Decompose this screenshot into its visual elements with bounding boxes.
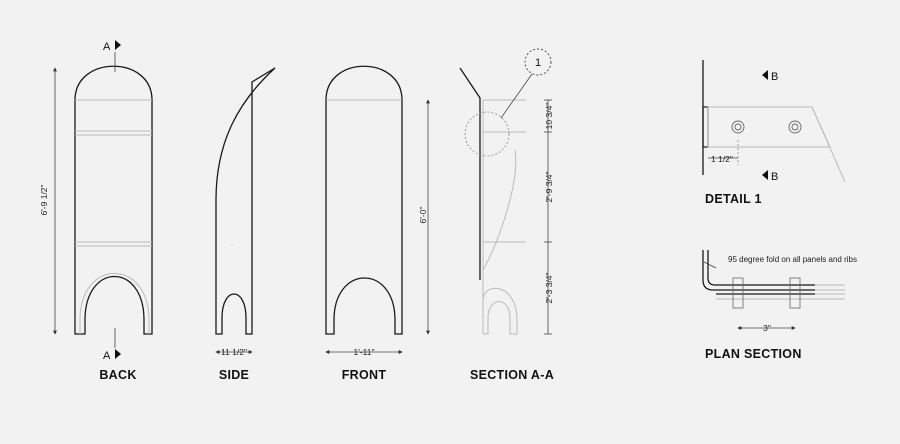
- section-arrow-b-top: [762, 70, 768, 80]
- front-height-dim: 6'-0": [418, 207, 428, 224]
- overall-height-dim: 6'-9 1/2": [39, 184, 49, 215]
- low-segment-dim: 2'-3 3/4": [544, 272, 554, 303]
- section-arrow-bottom: [115, 349, 121, 359]
- back-title: BACK: [99, 368, 136, 382]
- detail-callout-number: 1: [535, 57, 541, 69]
- section-mark-b-bottom: B: [771, 171, 778, 183]
- mid-segment-dim: 2'-9 3/4": [544, 171, 554, 202]
- plan-panel-fold: [702, 250, 815, 291]
- section-title: SECTION A-A: [470, 368, 554, 382]
- plan-bolt-2: [789, 277, 801, 309]
- section-mark-a-top: A: [103, 41, 111, 53]
- side-title: SIDE: [219, 368, 249, 382]
- bolt-2: [788, 120, 802, 134]
- plan-spacing-dim: 3": [763, 323, 771, 333]
- back-outline: [74, 65, 153, 335]
- detail-callout-ring: [464, 111, 510, 157]
- detail-callout-bubble: [524, 48, 552, 76]
- plan-bolt-1: [732, 277, 744, 309]
- front-outline: [325, 65, 403, 335]
- back-view: 6'-9 1/2" A A BACK: [39, 40, 153, 382]
- section-panel-line: [459, 67, 481, 280]
- fold-note: 95 degree fold on all panels and ribs: [728, 255, 857, 264]
- section-arrow-b-bottom: [762, 170, 768, 180]
- section-mark-a-bottom: A: [103, 350, 111, 362]
- detail-offset-dim: 1 1/2": [711, 154, 733, 164]
- front-view: 6'-0" 1'-11" FRONT: [325, 65, 430, 382]
- plan-view: 95 degree fold on all panels and ribs 3"…: [702, 250, 857, 361]
- section-arrow-top: [115, 40, 121, 50]
- front-title: FRONT: [342, 368, 387, 382]
- side-outline: [215, 67, 276, 335]
- plan-title: PLAN SECTION: [705, 347, 802, 361]
- section-view: 1 10 3/4" 2'-9 3/4" 2'-3 3/4" SECTION A-…: [459, 48, 554, 382]
- front-width-dim: 1'-11": [353, 347, 374, 357]
- side-view: 11 1/2" SIDE: [215, 67, 276, 382]
- detail-view: 1 1/2" B B DETAIL 1: [702, 60, 846, 206]
- detail-title: DETAIL 1: [705, 192, 762, 206]
- section-mark-b-top: B: [771, 71, 778, 83]
- top-segment-dim: 10 3/4": [544, 103, 554, 130]
- side-depth-dim: 11 1/2": [221, 347, 247, 357]
- bolt-1: [731, 120, 745, 134]
